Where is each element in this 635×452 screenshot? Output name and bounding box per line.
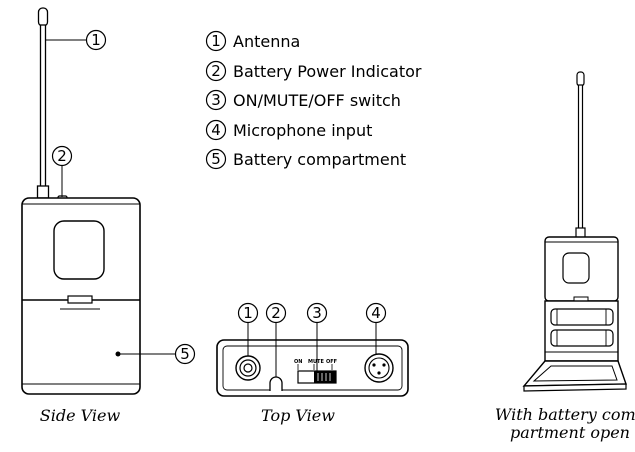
callout-1: 1 <box>45 29 107 51</box>
callout-number: 1 <box>91 31 101 49</box>
callout-number: 2 <box>57 147 67 165</box>
antenna-illustration <box>575 71 586 239</box>
side-view-caption: Side View <box>40 406 121 425</box>
legend-number: 3 <box>211 91 221 109</box>
switch-label-on: ON <box>294 359 302 365</box>
legend-label: ON/MUTE/OFF switch <box>233 91 401 110</box>
switch-label-mute: MUTE <box>308 359 324 365</box>
legend-label: Antenna <box>233 32 300 51</box>
legend-item-antenna: 1 Antenna <box>205 30 300 52</box>
callout-5: 5 <box>118 343 196 365</box>
callout-number: 5 <box>180 345 190 363</box>
battery-door-open <box>522 360 627 392</box>
antenna-illustration <box>36 7 50 199</box>
battery-indicator-led <box>269 376 283 391</box>
legend-item-mic-input: 4 Microphone input <box>205 119 372 141</box>
legend-number: 1 <box>211 32 221 50</box>
switch-label-off: OFF <box>326 359 337 365</box>
callout-number: 1 <box>243 304 253 322</box>
battery-view-caption-line2: partment open <box>510 423 630 442</box>
legend: 1 Antenna 2 Battery Power Indicator 3 ON… <box>205 30 422 170</box>
legend-label: Microphone input <box>233 121 372 140</box>
on-mute-off-switch: ON MUTE OFF <box>294 359 337 384</box>
battery-compartment <box>544 300 619 362</box>
microphone-input <box>364 353 394 383</box>
legend-number: 5 <box>211 150 221 168</box>
side-view: 1 2 5 Side View <box>21 7 196 425</box>
top-view-caption: Top View <box>261 406 335 425</box>
transmitter-body <box>544 236 619 303</box>
callout-2: 2 <box>51 145 73 197</box>
callout-4: 4 <box>365 302 387 354</box>
callout-number: 4 <box>371 304 381 322</box>
callout-number: 3 <box>312 304 322 322</box>
callout-3: 3 <box>306 302 328 371</box>
legend-number: 2 <box>211 62 221 80</box>
top-view: ON MUTE OFF 1 <box>216 302 409 425</box>
legend-label: Battery Power Indicator <box>233 62 422 81</box>
callout-1: 1 <box>237 302 259 356</box>
transmitter-body <box>21 197 141 395</box>
top-panel <box>216 339 409 397</box>
legend-item-battery-indicator: 2 Battery Power Indicator <box>205 60 422 82</box>
antenna-socket <box>235 355 261 381</box>
battery-open-view: With battery com- partment open <box>495 71 635 442</box>
legend-item-battery-compartment: 5 Battery compartment <box>205 148 406 170</box>
battery-view-caption-line1: With battery com- <box>495 405 635 424</box>
callout-number: 2 <box>271 304 281 322</box>
legend-number: 4 <box>211 121 221 139</box>
legend-label: Battery compartment <box>233 150 406 169</box>
legend-item-switch: 3 ON/MUTE/OFF switch <box>205 89 401 111</box>
callout-2: 2 <box>265 302 287 377</box>
